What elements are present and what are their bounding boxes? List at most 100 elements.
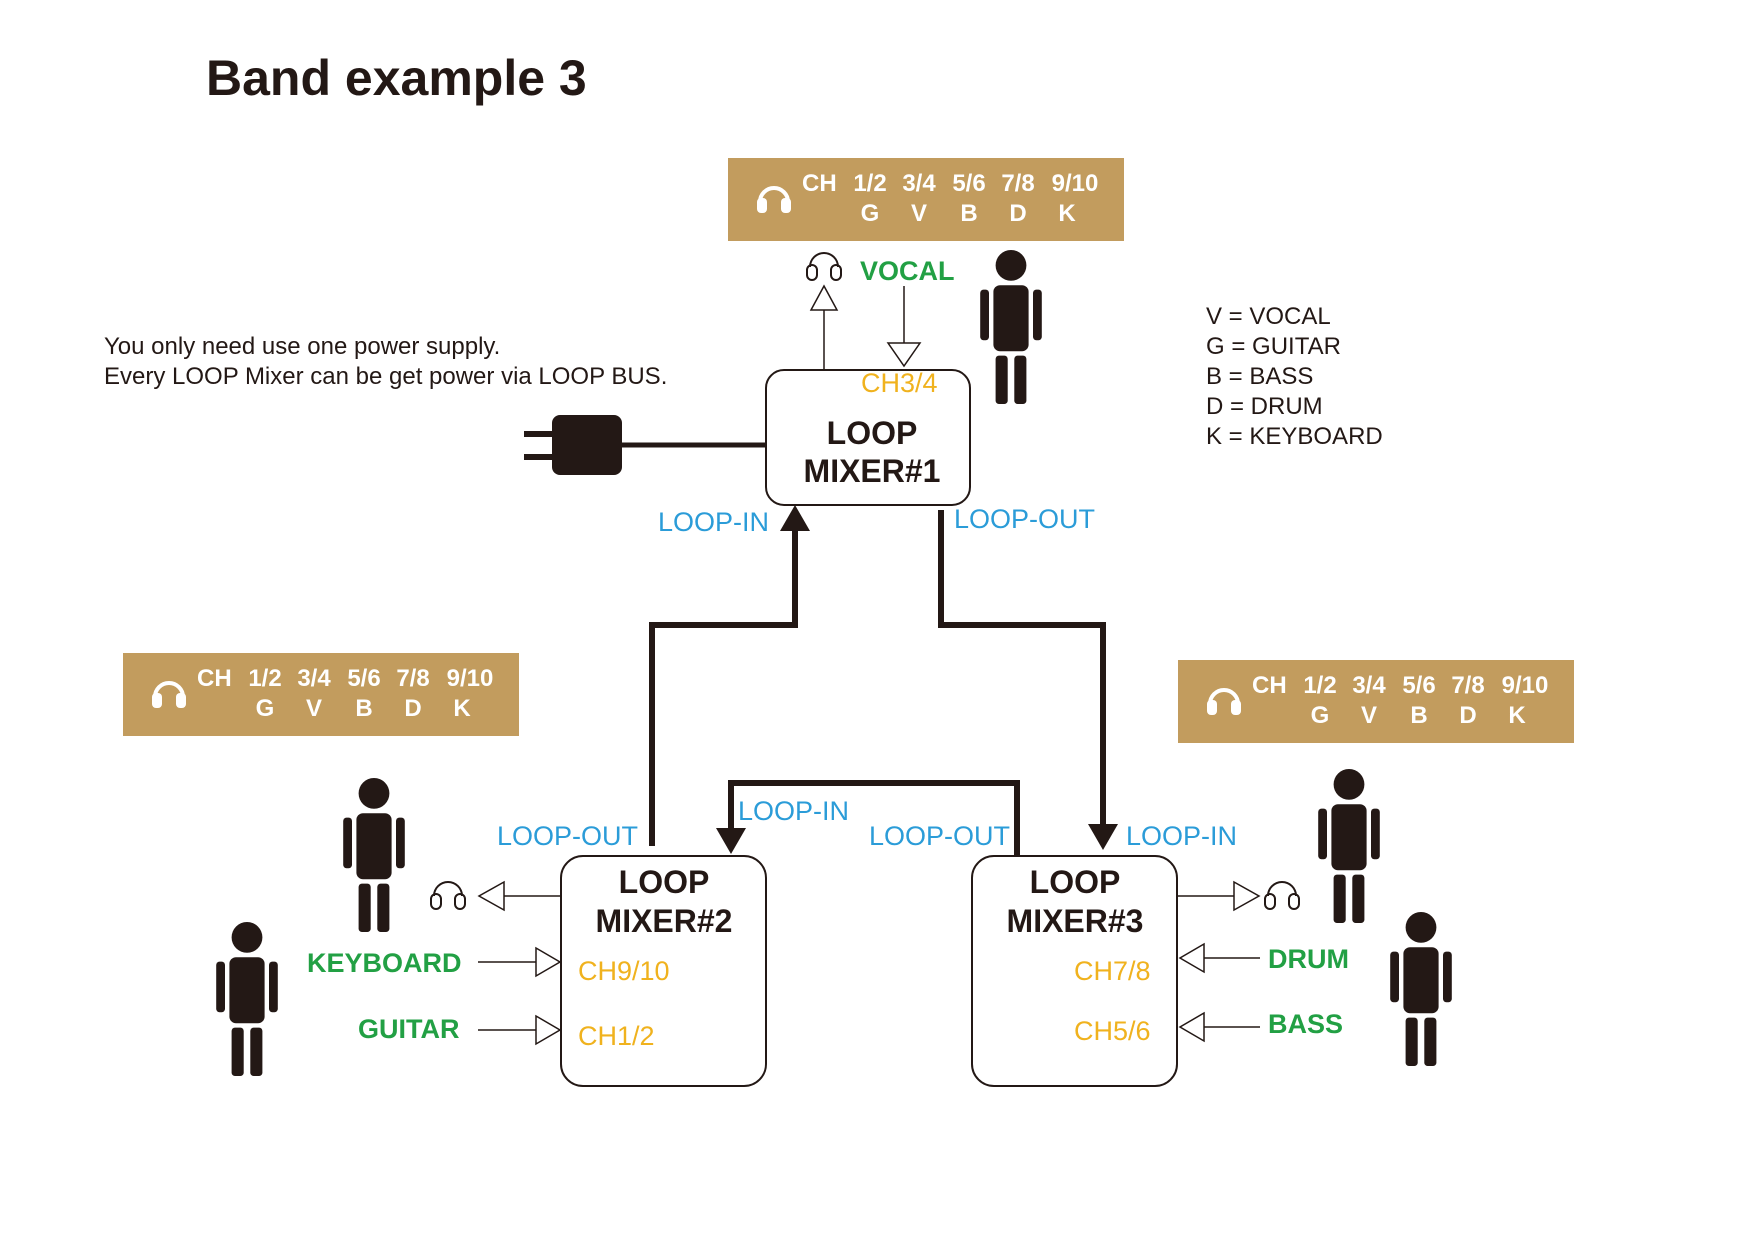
vocalist-icon: [980, 250, 1042, 404]
bus-m3-to-m2: [728, 780, 1020, 856]
mixer-label-line2: MIXER#1: [804, 453, 941, 489]
arrow-head: [535, 946, 562, 978]
panel-instrument: V: [306, 695, 322, 722]
panel-channel: 9/10: [447, 665, 494, 692]
legend: V = VOCAL G = GUITAR B = BASS D = DRUM K…: [1206, 303, 1383, 450]
page-title: Band example 3: [206, 50, 587, 106]
panel-ch-label: CH: [197, 665, 232, 692]
mixer-box: [765, 369, 971, 506]
bus-m1-to-m3: [938, 510, 1106, 826]
panel-channel: 5/6: [1402, 672, 1435, 699]
note-line-1: You only need use one power supply.: [104, 333, 500, 360]
panel-instrument: K: [1058, 200, 1076, 227]
drummer-icon: [1318, 769, 1380, 923]
loop-mixer-1: LOOP MIXER#1 CH3/4: [765, 368, 971, 506]
panel-channel: 3/4: [1352, 672, 1386, 699]
panel-instrument: K: [453, 695, 471, 722]
mixer-label-line1: LOOP: [1030, 864, 1121, 900]
mixer-label-line1: LOOP: [619, 864, 710, 900]
arrow-head: [716, 828, 746, 854]
panel-channel: 3/4: [297, 665, 331, 692]
mixer-box: [560, 855, 767, 1087]
input-label-vocal: VOCAL: [860, 256, 955, 286]
channel-panel-left: CH 1/2 3/4 5/6 7/8 9/10 G V B D K: [123, 653, 519, 736]
panel-ch-label: CH: [802, 170, 837, 197]
mixer-channel-label: CH7/8: [1074, 956, 1151, 986]
input-label-keyboard: KEYBOARD: [307, 948, 462, 978]
panel-channel: 9/10: [1052, 170, 1099, 197]
panel-ch-label: CH: [1252, 672, 1287, 699]
mixer-channel-label: CH1/2: [578, 1021, 655, 1051]
port-label-m3-loop-out: LOOP-OUT: [869, 821, 1010, 851]
panel-instrument: D: [1009, 200, 1026, 227]
panel-instrument: D: [1459, 702, 1476, 729]
panel-background: [123, 653, 519, 736]
mixer-channel-label: CH3/4: [861, 368, 938, 398]
legend-item: G = GUITAR: [1206, 333, 1341, 360]
panel-channel: 9/10: [1502, 672, 1549, 699]
panel-instrument: G: [1311, 702, 1330, 729]
arrow-head: [1233, 880, 1261, 912]
panel-instrument: V: [911, 200, 927, 227]
arrow-head: [1088, 824, 1118, 850]
legend-item: B = BASS: [1206, 363, 1313, 390]
arrow-head: [1178, 942, 1205, 974]
panel-instrument: V: [1361, 702, 1377, 729]
bassist-icon: [1390, 912, 1452, 1066]
panel-channel: 7/8: [1451, 672, 1484, 699]
channel-panel-right: CH 1/2 3/4 5/6 7/8 9/10 G V B D K: [1178, 660, 1574, 743]
arrow-head: [886, 342, 922, 368]
port-label-m3-loop-in: LOOP-IN: [1126, 821, 1237, 851]
panel-instrument: G: [861, 200, 880, 227]
arrow-head: [809, 284, 839, 311]
panel-channel: 1/2: [248, 665, 281, 692]
headphones-icon: [1264, 881, 1300, 910]
legend-item: V = VOCAL: [1206, 303, 1331, 330]
panel-background: [728, 158, 1124, 241]
panel-instrument: D: [404, 695, 421, 722]
mixer-channel-label: CH5/6: [1074, 1016, 1151, 1046]
arrow-head: [477, 880, 505, 912]
keyboardist-icon: [343, 778, 405, 932]
panel-instrument: G: [256, 695, 275, 722]
panel-instrument: K: [1508, 702, 1526, 729]
headphones-icon: [806, 252, 842, 281]
legend-item: K = KEYBOARD: [1206, 423, 1383, 450]
mixer-box: [971, 855, 1178, 1087]
legend-item: D = DRUM: [1206, 393, 1323, 420]
arrow-head: [780, 505, 810, 531]
note-line-2: Every LOOP Mixer can be get power via LO…: [104, 363, 667, 390]
port-label-m2-loop-in: LOOP-IN: [738, 796, 849, 826]
loop-mixer-2: LOOP MIXER#2 CH9/10 CH1/2: [560, 855, 767, 1087]
port-label-m2-loop-out: LOOP-OUT: [497, 821, 638, 851]
panel-channel: 1/2: [853, 170, 886, 197]
mixer-label-line2: MIXER#2: [596, 903, 733, 939]
arrow-head: [1178, 1011, 1205, 1043]
panel-channel: 5/6: [347, 665, 380, 692]
panel-channel: 7/8: [1001, 170, 1034, 197]
input-label-drum: DRUM: [1268, 944, 1349, 974]
loop-mixer-3: LOOP MIXER#3 CH7/8 CH5/6: [971, 855, 1178, 1087]
panel-channel: 7/8: [396, 665, 429, 692]
panel-instrument: B: [960, 200, 977, 227]
mixer-channel-label: CH9/10: [578, 956, 670, 986]
panel-background: [1178, 660, 1574, 743]
panel-channel: 3/4: [902, 170, 936, 197]
loop-bus: [649, 505, 1118, 856]
mixer-label-line1: LOOP: [827, 415, 918, 451]
headphones-icon: [430, 881, 466, 910]
panel-instrument: B: [1410, 702, 1427, 729]
panel-channel: 5/6: [952, 170, 985, 197]
power-plug-icon: [524, 415, 766, 475]
port-label-m1-loop-out: LOOP-OUT: [954, 504, 1095, 534]
input-label-bass: BASS: [1268, 1009, 1343, 1039]
bus-m2-to-m1: [649, 530, 798, 846]
panel-instrument: B: [355, 695, 372, 722]
input-label-guitar: GUITAR: [358, 1014, 460, 1044]
arrow-head: [535, 1014, 562, 1046]
channel-panel-top: CH 1/2 3/4 5/6 7/8 9/10 G V B D K: [728, 158, 1124, 241]
mixer-label-line2: MIXER#3: [1007, 903, 1144, 939]
guitarist-icon: [216, 922, 278, 1076]
panel-channel: 1/2: [1303, 672, 1336, 699]
